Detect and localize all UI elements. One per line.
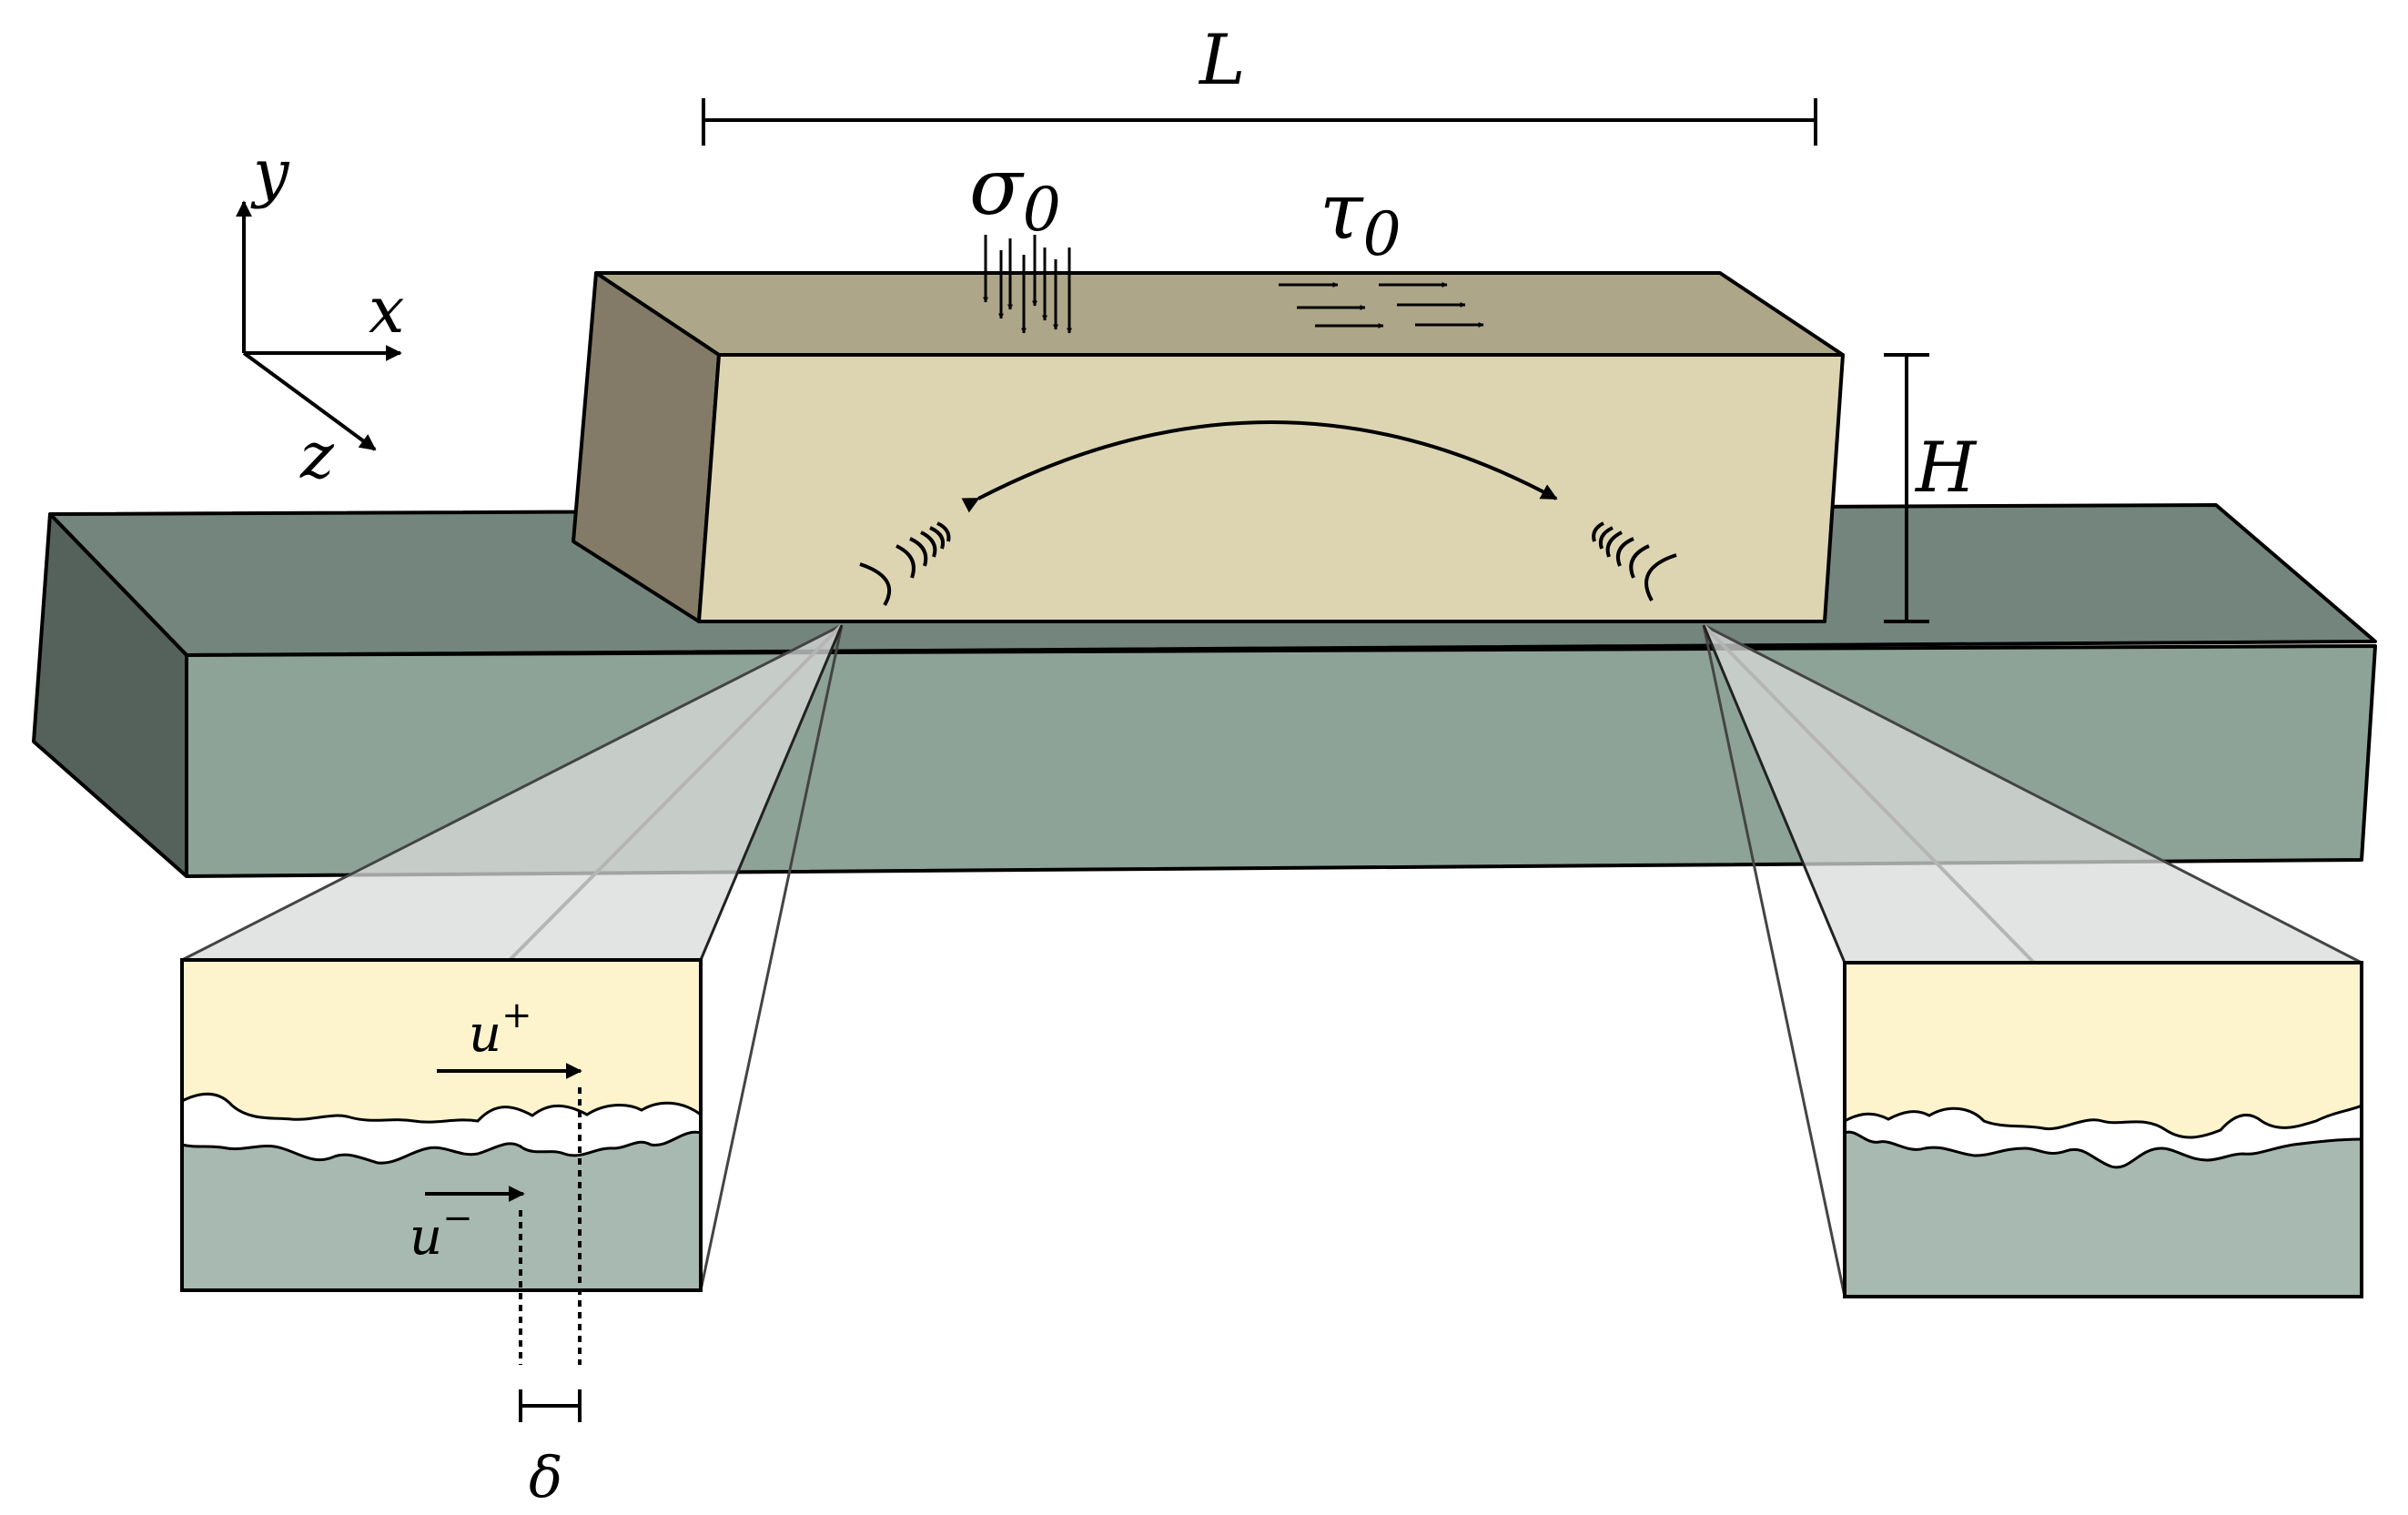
zoom-projections: [181, 623, 2362, 1298]
shear-stress-arrows: [1279, 282, 1484, 328]
axis-y-label: y: [250, 136, 290, 210]
left-inset-lower-solid: [182, 1132, 701, 1290]
right-inset-lower-surface: [1844, 1130, 2362, 1169]
slip-bracket: [519, 1389, 582, 1422]
shear-stress-label: τ0: [1320, 167, 1401, 269]
wave-propagation-arrow: [961, 420, 1558, 513]
left-inset-lower-surface: [181, 1130, 702, 1165]
right-wavefronts: [1592, 521, 1677, 601]
slip-label: δ: [529, 1444, 562, 1510]
axis-z-arrow: [242, 351, 377, 451]
left-inset-upper-surface: [181, 1092, 702, 1124]
normal-stress-arrows: [983, 235, 1072, 334]
right-inset-lower-solid: [1845, 1132, 2362, 1297]
height-dimension: H: [1884, 353, 1978, 623]
u-minus-label: u−: [410, 1197, 473, 1267]
axis-x-label: x: [369, 273, 404, 348]
left-wavefronts: [859, 521, 951, 607]
block-top-face: [594, 271, 1845, 357]
left-inset-gap: [182, 1094, 701, 1164]
right-interface-inset: [1843, 961, 2363, 1298]
coordinate-axes: [236, 200, 402, 451]
left-interface-inset: u+ u− δ: [180, 958, 703, 1510]
block-front-face: [697, 353, 1845, 623]
length-dimension: L: [702, 19, 1817, 146]
length-label: L: [1198, 19, 1245, 100]
height-label: H: [1914, 427, 1978, 508]
axis-z-label: z: [299, 419, 335, 493]
right-inset-upper-surface: [1844, 1104, 2362, 1139]
u-plus-label: u+: [469, 995, 532, 1064]
normal-stress-label: σ0: [969, 142, 1061, 245]
